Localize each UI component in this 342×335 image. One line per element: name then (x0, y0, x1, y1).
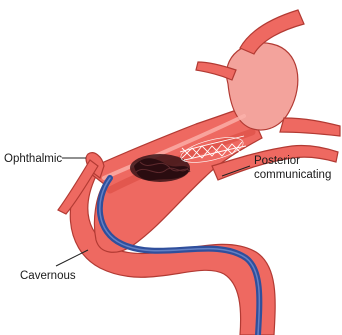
ophthalmic-label: Ophthalmic (4, 153, 62, 165)
right-branch (280, 118, 340, 136)
posterior-label-line2: communicating (254, 169, 331, 181)
cavernous-label: Cavernous (20, 270, 76, 282)
aneurysm-dome (227, 43, 298, 130)
cavernous-leader-line (56, 250, 88, 266)
posterior-label-line1: Posterior (254, 155, 300, 167)
